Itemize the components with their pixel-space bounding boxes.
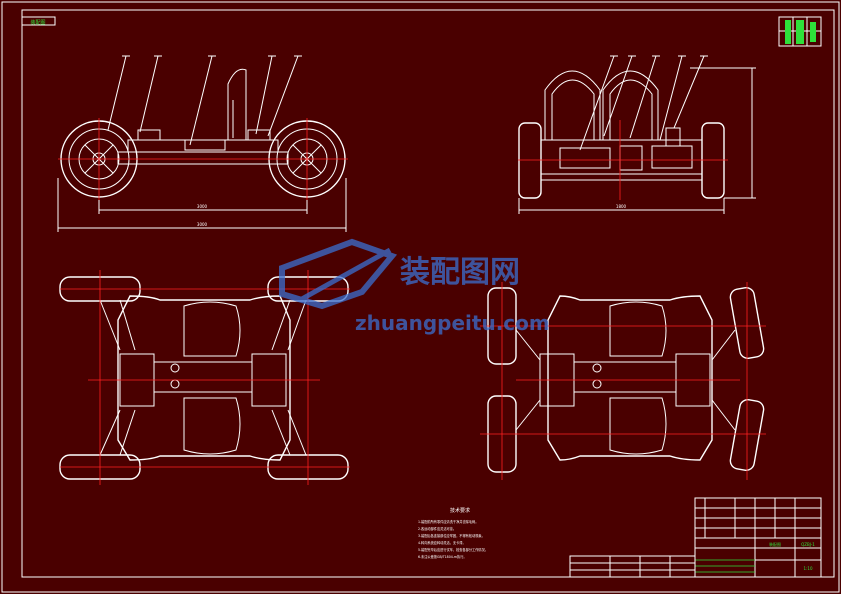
watermark-cn: 装配图网 bbox=[400, 255, 520, 290]
notes-line-5: 5.装配完毕后应进行试车，检查各部分工作情况。 bbox=[418, 547, 488, 552]
watermark-logo-icon bbox=[279, 238, 398, 310]
technical-notes: 技术要求 1.装配前所有零件应清洗干净并去除毛刺。 2.各运动部件应灵活可靠。 … bbox=[418, 507, 488, 559]
drawing-name: 装配图 bbox=[769, 541, 781, 547]
notes-line-4: 4.转向系统应转动灵活，无卡滞。 bbox=[418, 540, 466, 545]
notes-line-6: 6.未注公差按GB/T1804-m执行。 bbox=[418, 554, 467, 559]
front-track-dim: 1800 bbox=[616, 204, 627, 209]
notes-line-2: 2.各运动部件应灵活可靠。 bbox=[418, 526, 456, 531]
notes-title: 技术要求 bbox=[450, 507, 470, 514]
drawing-number: QZBJ-1 bbox=[801, 542, 815, 547]
watermark-en: zhuangpeitu.com bbox=[355, 311, 550, 335]
watermark: 装配图网 zhuangpeitu.com bbox=[279, 238, 550, 335]
front-view: 1800 bbox=[518, 55, 756, 214]
top-view-left bbox=[59, 270, 350, 485]
notes-line-3: 3.装配后各连接部位应牢固，不得有松动现象。 bbox=[418, 533, 485, 538]
inner-frame bbox=[21, 9, 835, 578]
corner-label-box: 装配图 bbox=[21, 16, 56, 26]
side-view: 3000 3000 bbox=[57, 55, 348, 232]
top-view-right bbox=[480, 282, 766, 480]
title-block: QZBJ-1 装配图 1:10 bbox=[569, 497, 822, 578]
side-length-dim: 3000 bbox=[197, 222, 208, 227]
notes-line-1: 1.装配前所有零件应清洗干净并去除毛刺。 bbox=[418, 519, 478, 524]
logo-stamp bbox=[778, 16, 822, 47]
drawing-scale: 1:10 bbox=[804, 566, 813, 571]
side-wheelbase-dim: 3000 bbox=[197, 204, 208, 209]
corner-label: 装配图 bbox=[30, 19, 45, 26]
